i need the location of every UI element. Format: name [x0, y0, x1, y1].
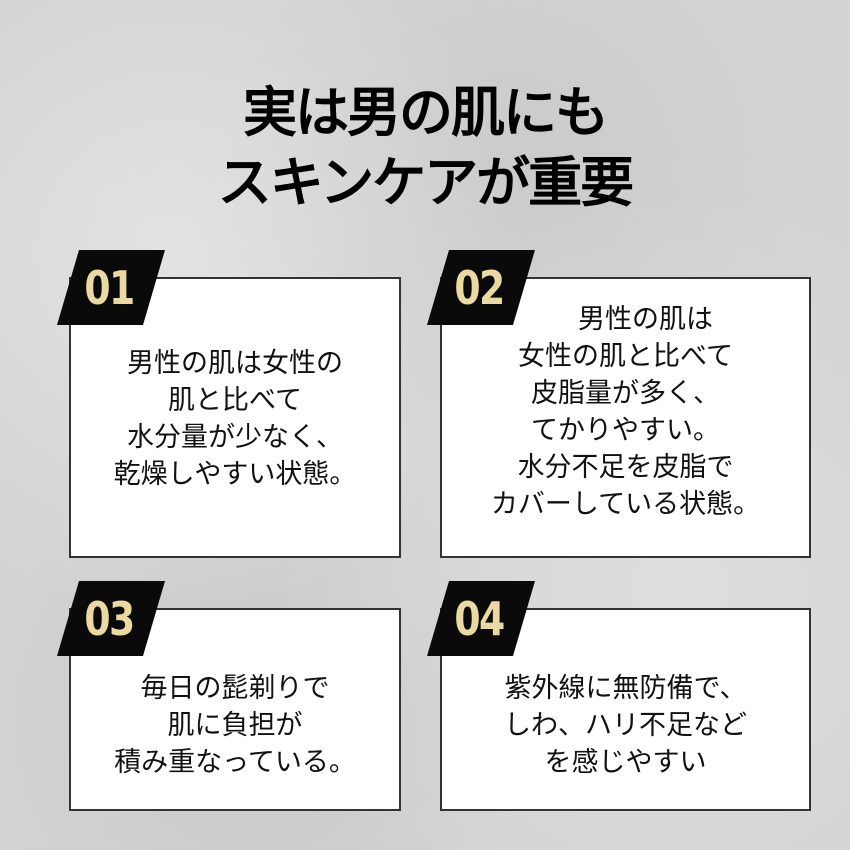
- badge-number: 03: [84, 591, 135, 646]
- page-title: 実は男の肌にも スキンケアが重要: [0, 78, 850, 218]
- card-line: 水分不足を皮脂で: [517, 452, 734, 483]
- title-line-1: 実は男の肌にも: [243, 81, 609, 144]
- card-line: 水分量が少なく、: [127, 422, 343, 453]
- title-line-2: スキンケアが重要: [217, 151, 634, 214]
- card-line: 積み重なっている。: [114, 747, 356, 778]
- card-text: 男性の肌は 女性の肌と比べて 皮脂量が多く、 てかりやすい。 水分不足を皮脂で …: [442, 301, 809, 523]
- card-line: 肌に負担が: [167, 710, 303, 741]
- point-card-02: 男性の肌は 女性の肌と比べて 皮脂量が多く、 てかりやすい。 水分不足を皮脂で …: [440, 277, 811, 558]
- card-text: 紫外線に無防備で、 しわ、ハリ不足など を感じやすい: [442, 670, 809, 781]
- card-line: 乾燥しやすい状態。: [113, 459, 357, 490]
- card-line: 男性の肌は: [578, 304, 713, 335]
- card-text: 毎日の髭剃りで 肌に負担が 積み重なっている。: [71, 670, 399, 781]
- card-line: カバーしている状態。: [490, 489, 761, 520]
- card-line: しわ、ハリ不足など: [504, 710, 747, 741]
- point-card-01: 男性の肌は女性の 肌と比べて 水分量が少なく、 乾燥しやすい状態。: [69, 277, 401, 558]
- card-line: 皮脂量が多く、: [531, 378, 720, 409]
- card-line: を感じやすい: [544, 747, 707, 778]
- card-line: 毎日の髭剃りで: [140, 673, 330, 704]
- card-line: 男性の肌は女性の: [127, 348, 343, 379]
- card-line: 女性の肌と比べて: [518, 341, 733, 372]
- card-line: 紫外線に無防備で、: [504, 673, 747, 704]
- card-line: 肌と比べて: [168, 385, 302, 416]
- card-line: てかりやすい。: [531, 415, 720, 446]
- badge-number: 02: [454, 260, 505, 315]
- badge-number: 01: [84, 260, 135, 315]
- card-text: 男性の肌は女性の 肌と比べて 水分量が少なく、 乾燥しやすい状態。: [71, 345, 399, 493]
- badge-number: 04: [454, 591, 505, 646]
